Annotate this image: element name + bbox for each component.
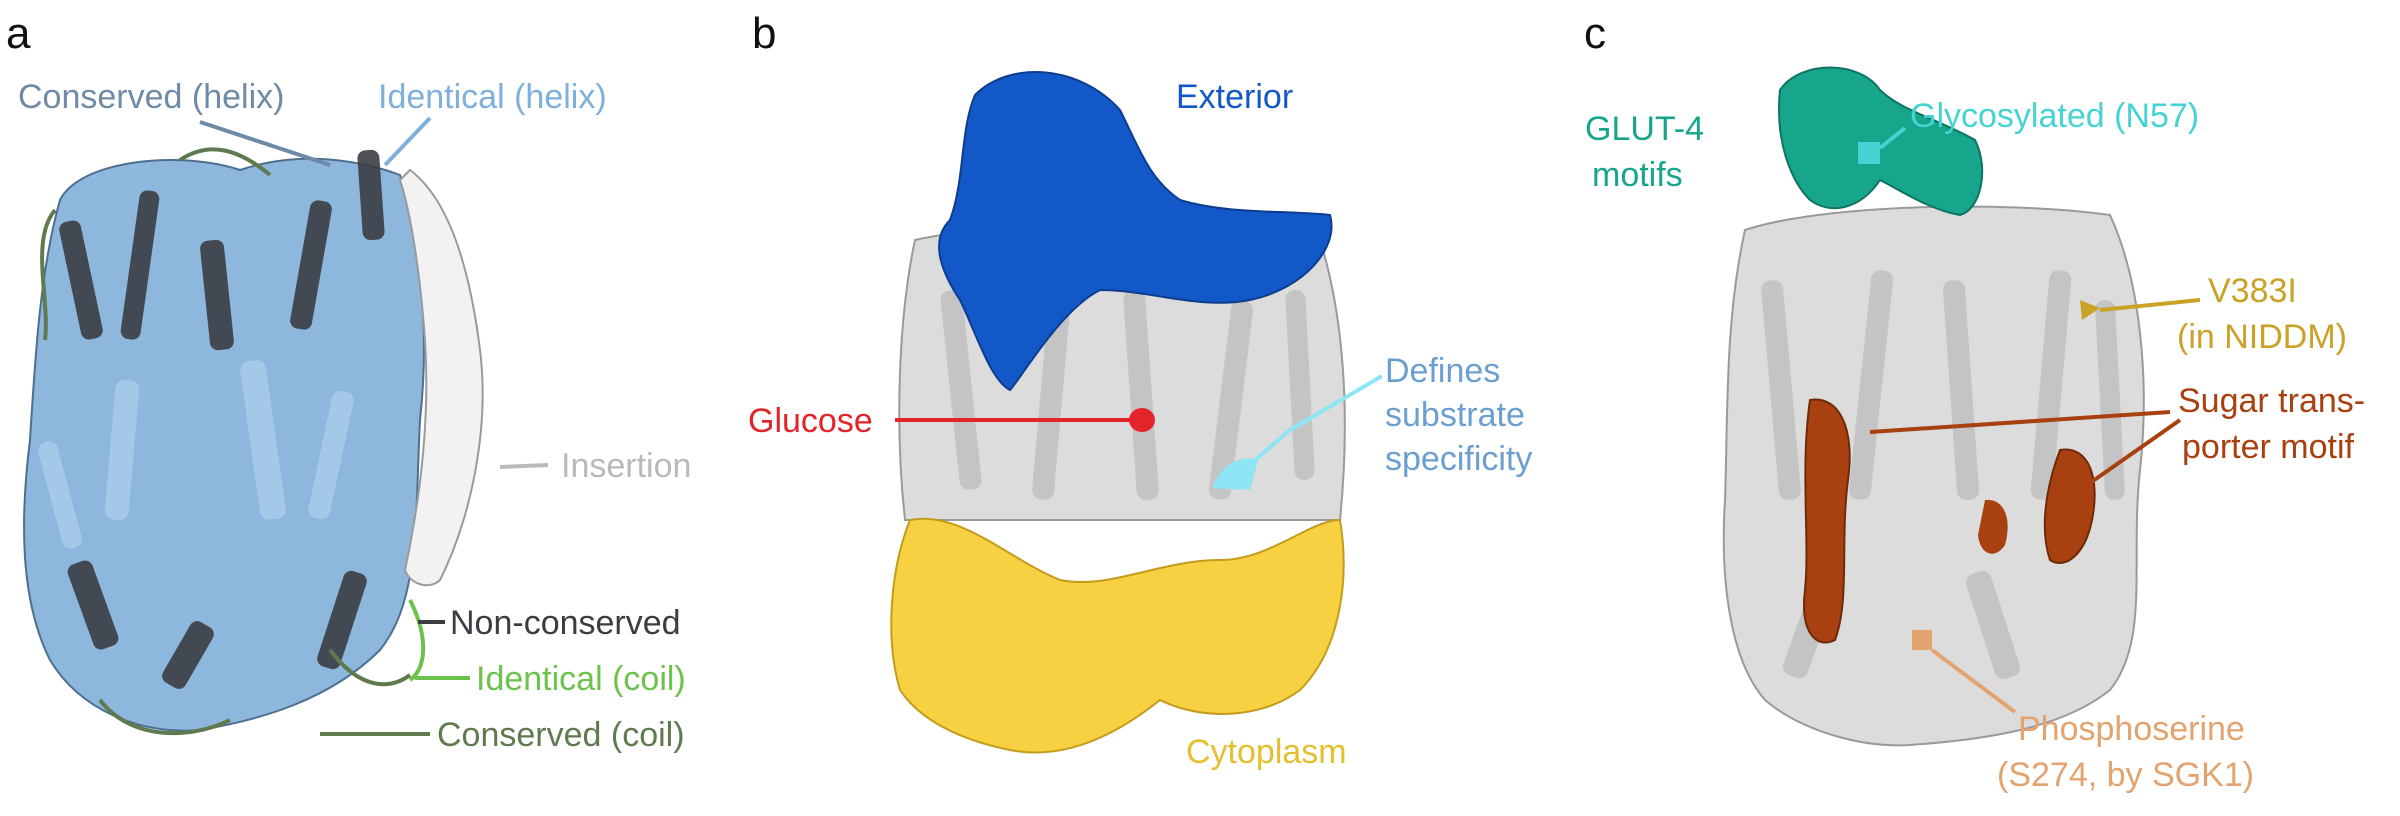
label-exterior: Exterior [1176, 78, 1293, 116]
label-conserved-coil: Conserved (coil) [437, 716, 685, 754]
label-glut4-line1: GLUT-4 [1585, 110, 1704, 148]
panel-c-glut4-motif [1778, 66, 1984, 217]
panel-b: b Exterior Glucose [748, 9, 1532, 771]
label-phospho-line1: Phosphoserine [2018, 710, 2245, 748]
label-non-conserved: Non-conserved [450, 604, 681, 642]
panel-c-sugar-motif-left [1803, 398, 1851, 644]
label-sugar-line1: Sugar trans- [2178, 382, 2365, 420]
panel-c: c [1584, 9, 2365, 794]
label-cytoplasm: Cytoplasm [1186, 733, 1347, 771]
panel-a-letter: a [6, 9, 31, 58]
label-glucose: Glucose [748, 402, 873, 440]
label-v383i-line2: (in NIDDM) [2177, 318, 2347, 356]
label-conserved-helix: Conserved (helix) [18, 78, 284, 116]
panel-b-cytoplasm-region [890, 517, 1345, 754]
label-identical-helix: Identical (helix) [378, 78, 607, 116]
label-defines-line3: specificity [1385, 440, 1532, 478]
panel-b-protein-structure [890, 71, 1346, 754]
panel-c-letter: c [1584, 9, 1606, 58]
label-phospho-line2: (S274, by SGK1) [1997, 756, 2254, 794]
panel-c-protein-structure [1722, 66, 2145, 747]
label-glut4-line2: motifs [1592, 156, 1683, 194]
label-defines-line1: Defines [1385, 352, 1500, 390]
panel-b-glucose-molecule [1129, 408, 1155, 432]
label-defines-line2: substrate [1385, 396, 1525, 434]
panel-a: a [6, 9, 691, 754]
panel-c-sugar-motif-right [2043, 448, 2096, 565]
label-glycosylated: Glycosylated (N57) [1910, 97, 2199, 135]
label-insertion: Insertion [561, 447, 691, 485]
panel-b-exterior-region [938, 71, 1333, 392]
label-identical-coil: Identical (coil) [476, 660, 686, 698]
label-v383i-line1: V383I [2208, 272, 2297, 310]
panel-b-letter: b [752, 9, 776, 58]
panel-a-protein-structure [23, 147, 484, 736]
label-sugar-line2: porter motif [2182, 428, 2354, 466]
panel-a-insertion-helix [398, 168, 484, 587]
